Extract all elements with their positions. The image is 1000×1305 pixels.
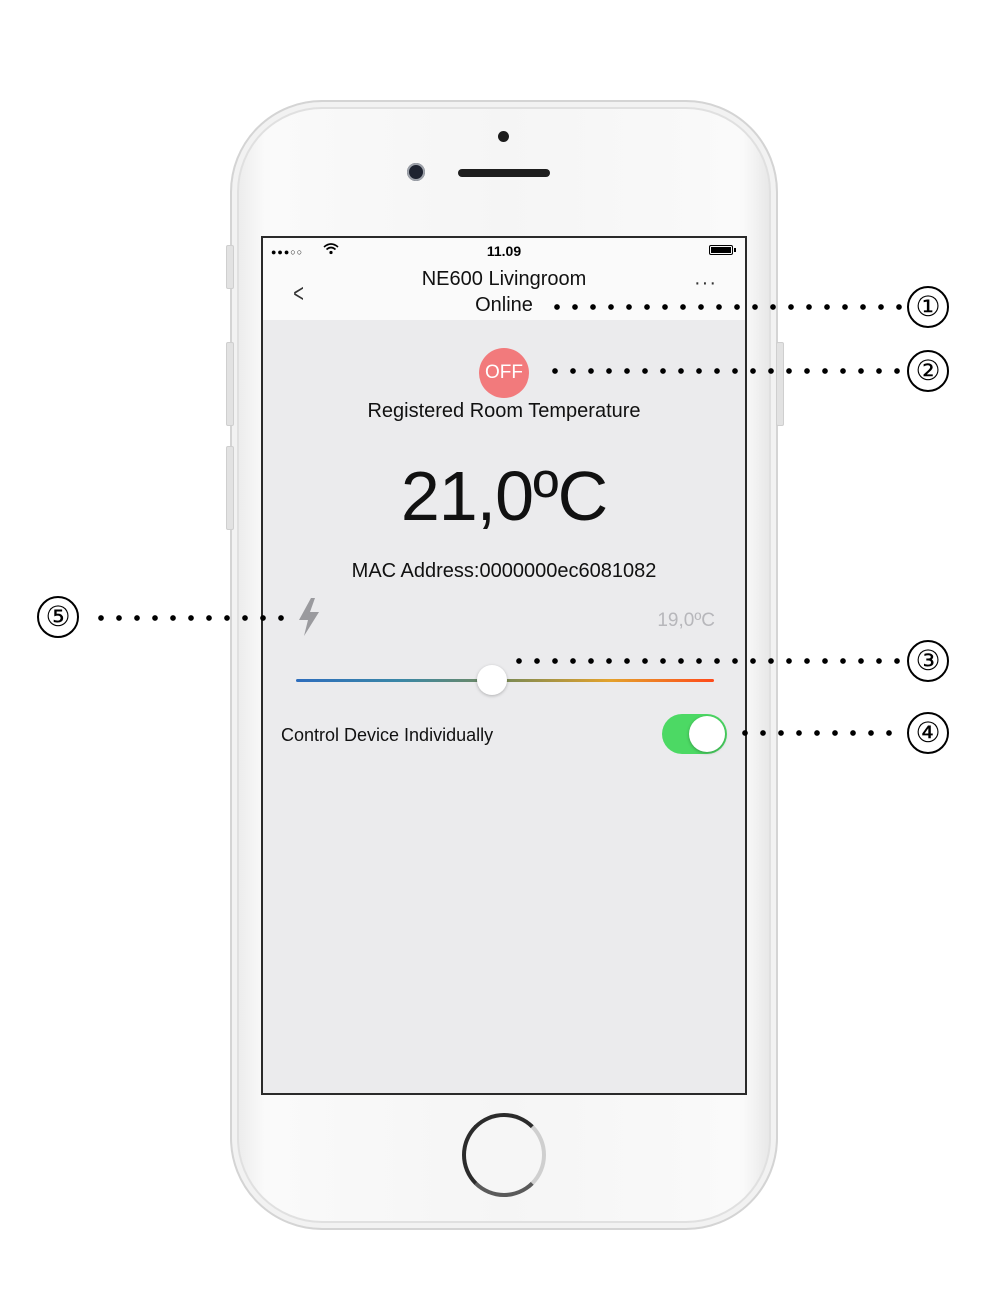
connection-status: Online [475,294,533,316]
callout-line-3 [510,658,902,664]
app-screen: ●●●○○ 11.09 < NE600 Livingroom Online ··… [261,236,747,1095]
control-individually-toggle[interactable] [662,714,727,754]
volume-down-button [226,446,234,530]
callout-line-1 [548,304,902,310]
callout-5: ⑤ [37,596,79,638]
status-time: 11.09 [486,243,522,259]
mute-switch [226,245,234,289]
navigation-bar: < NE600 Livingroom Online ··· [263,264,745,320]
lightning-bolt-icon [293,596,325,638]
setpoint-temperature: 19,0ºC [657,610,715,631]
mac-address: MAC Address:0000000ec6081082 [351,560,657,582]
callout-1: ① [907,286,949,328]
front-camera [407,163,425,181]
status-bar: ●●●○○ 11.09 [263,238,745,264]
chevron-left-icon[interactable]: < [293,278,304,308]
earpiece-speaker [458,169,550,177]
home-button[interactable] [462,1113,546,1197]
room-temperature: 21,0ºC [400,457,608,535]
control-individually-label: Control Device Individually [281,725,494,745]
callout-4: ④ [907,712,949,754]
battery-icon [709,245,736,255]
more-dots-icon[interactable]: ··· [694,272,717,294]
temperature-slider-thumb[interactable] [477,665,508,695]
wifi-icon [323,242,339,258]
power-state-button[interactable]: OFF [479,348,529,398]
callout-3: ③ [907,640,949,682]
proximity-sensor [498,131,509,142]
callout-line-2 [546,368,902,374]
toggle-knob [689,716,725,752]
callout-line-4 [736,730,902,736]
room-temp-label: Registered Room Temperature [367,400,641,422]
volume-up-button [226,342,234,426]
device-title: NE600 Livingroom [421,268,587,290]
callout-2: ② [907,350,949,392]
power-button [776,342,784,426]
callout-line-5 [92,615,292,621]
signal-strength: ●●●○○ [271,247,304,257]
